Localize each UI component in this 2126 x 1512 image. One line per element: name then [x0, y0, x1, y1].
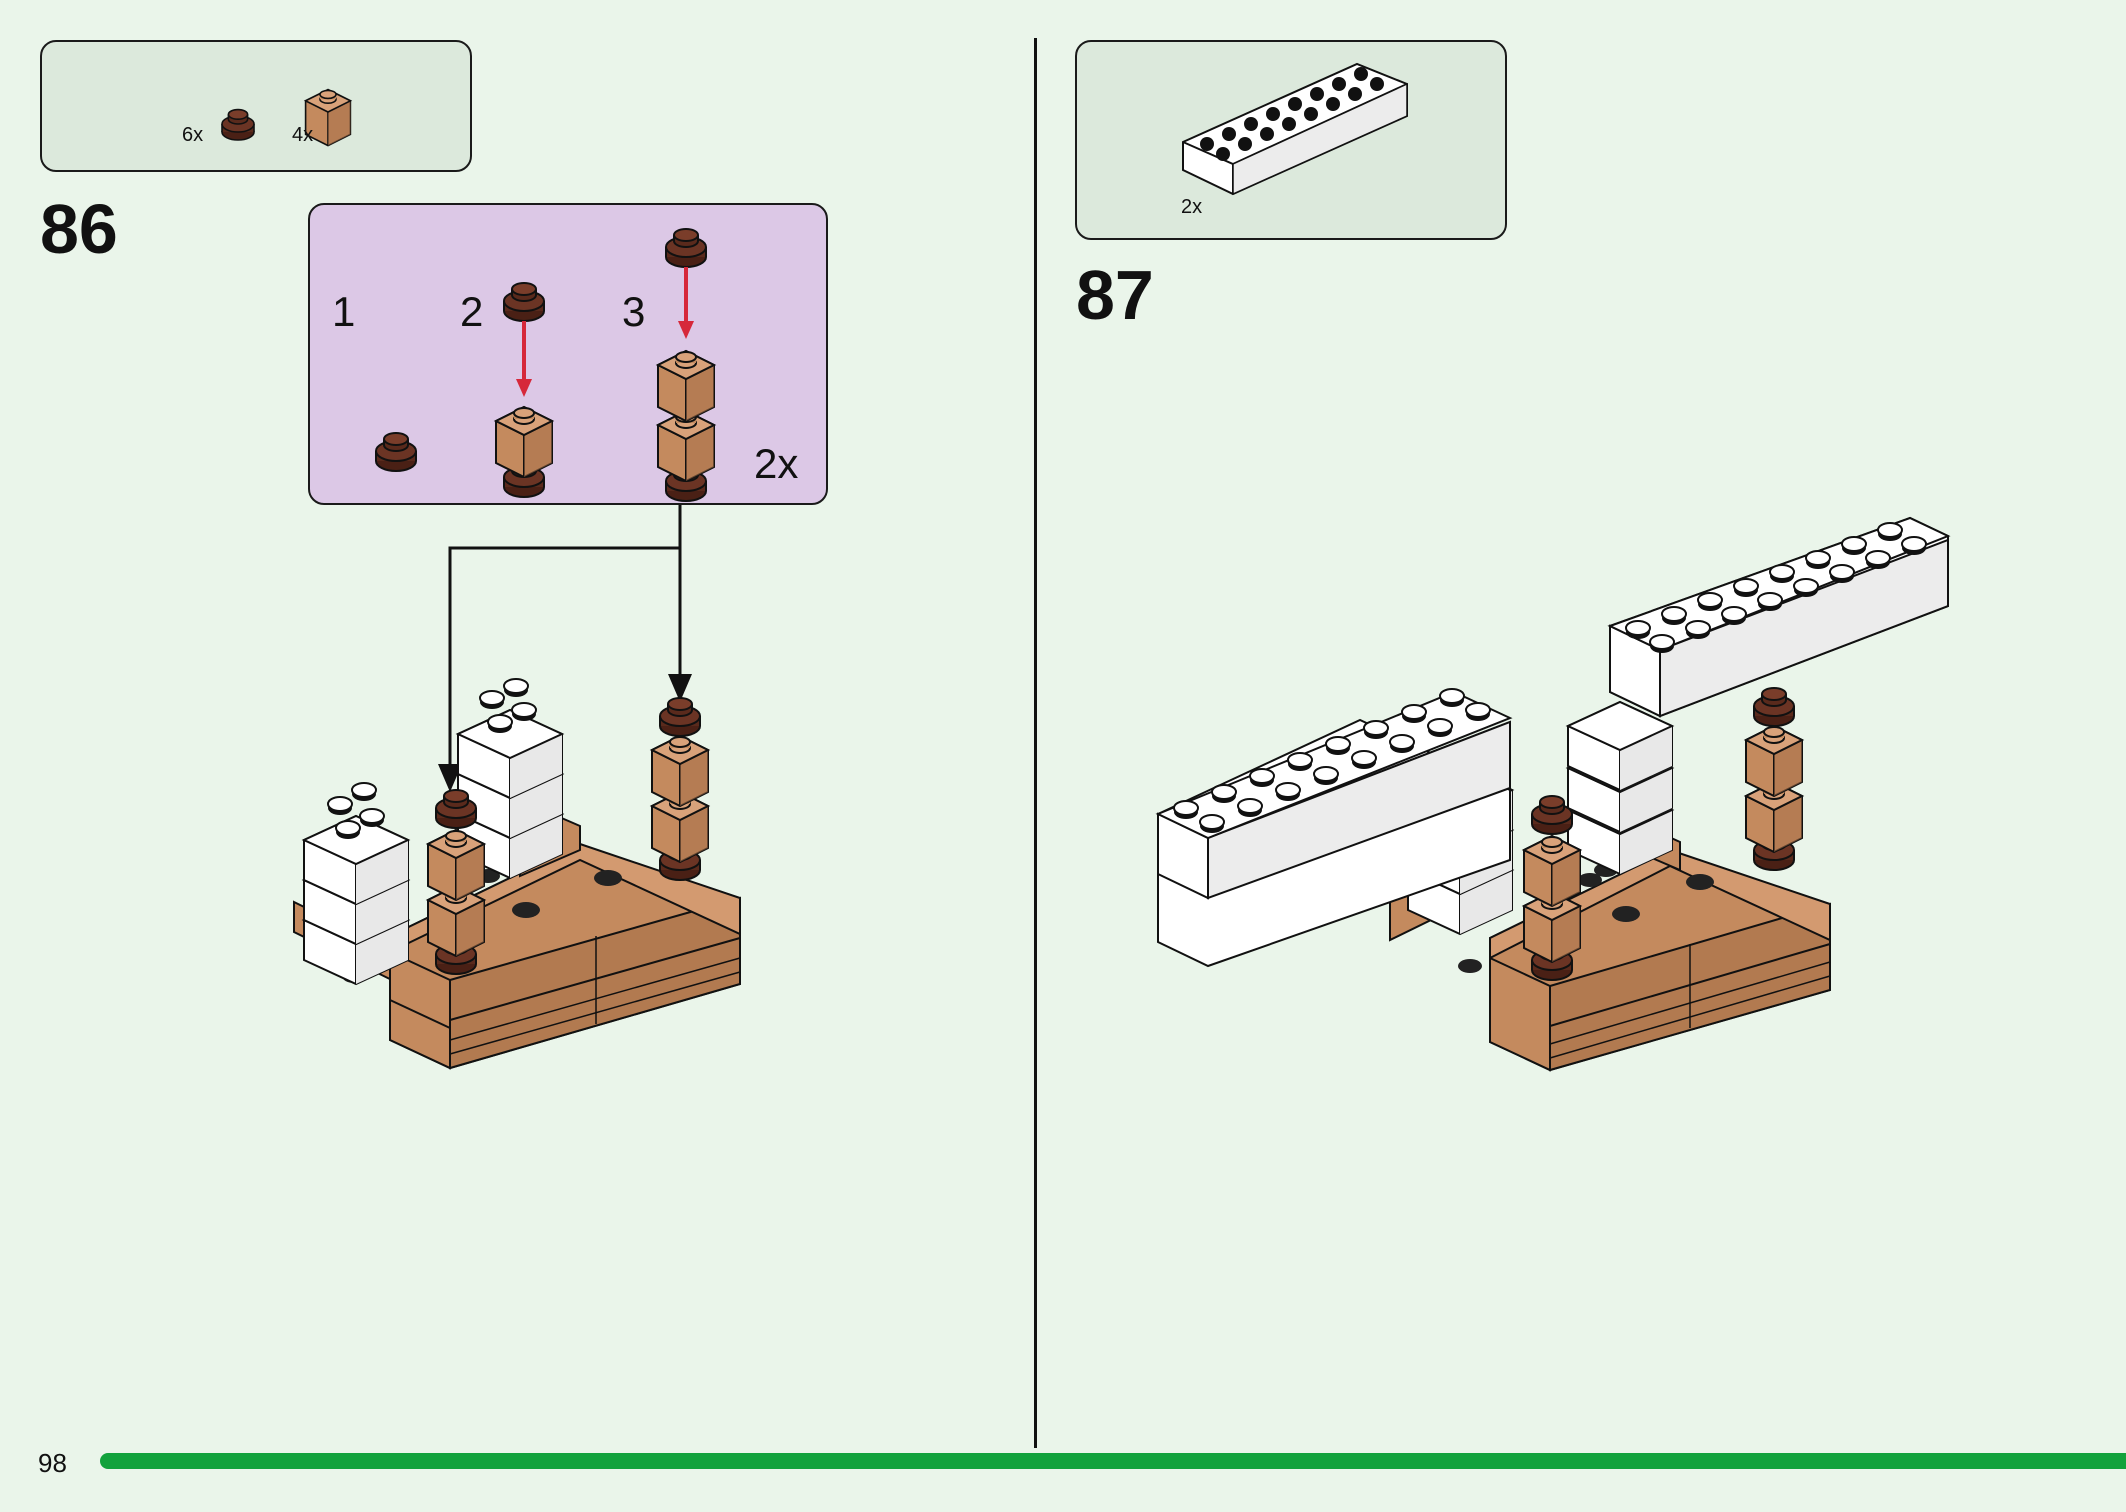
parts-callout-step-86: 6x 4x [40, 40, 472, 172]
white-brick-quantity: 2x [1181, 196, 1203, 218]
substep-2-assembly [495, 282, 553, 498]
connector-arrows [438, 505, 692, 792]
step-87-model [1155, 516, 1951, 1072]
round-plate-quantity: 6x [182, 124, 204, 146]
substep-callout-box: 1 2 3 2x [308, 203, 828, 505]
page-number: 98 [38, 1448, 67, 1478]
substep-label-3: 3 [622, 288, 646, 335]
step-86-model [293, 678, 741, 1070]
page-divider [1034, 38, 1037, 1448]
substep-label-2: 2 [460, 288, 484, 335]
substep-3-assembly [657, 228, 715, 502]
substep-label-1: 1 [332, 288, 356, 335]
progress-bar [100, 1453, 2126, 1469]
step-number-86: 86 [40, 190, 118, 268]
substep-multiplier: 2x [754, 440, 799, 487]
white-brick-2x8-icon [1182, 62, 1408, 196]
parts-callout-step-87: 2x [1075, 40, 1507, 240]
brown-brick-quantity: 4x [292, 124, 314, 146]
step-number-87: 87 [1076, 256, 1154, 334]
